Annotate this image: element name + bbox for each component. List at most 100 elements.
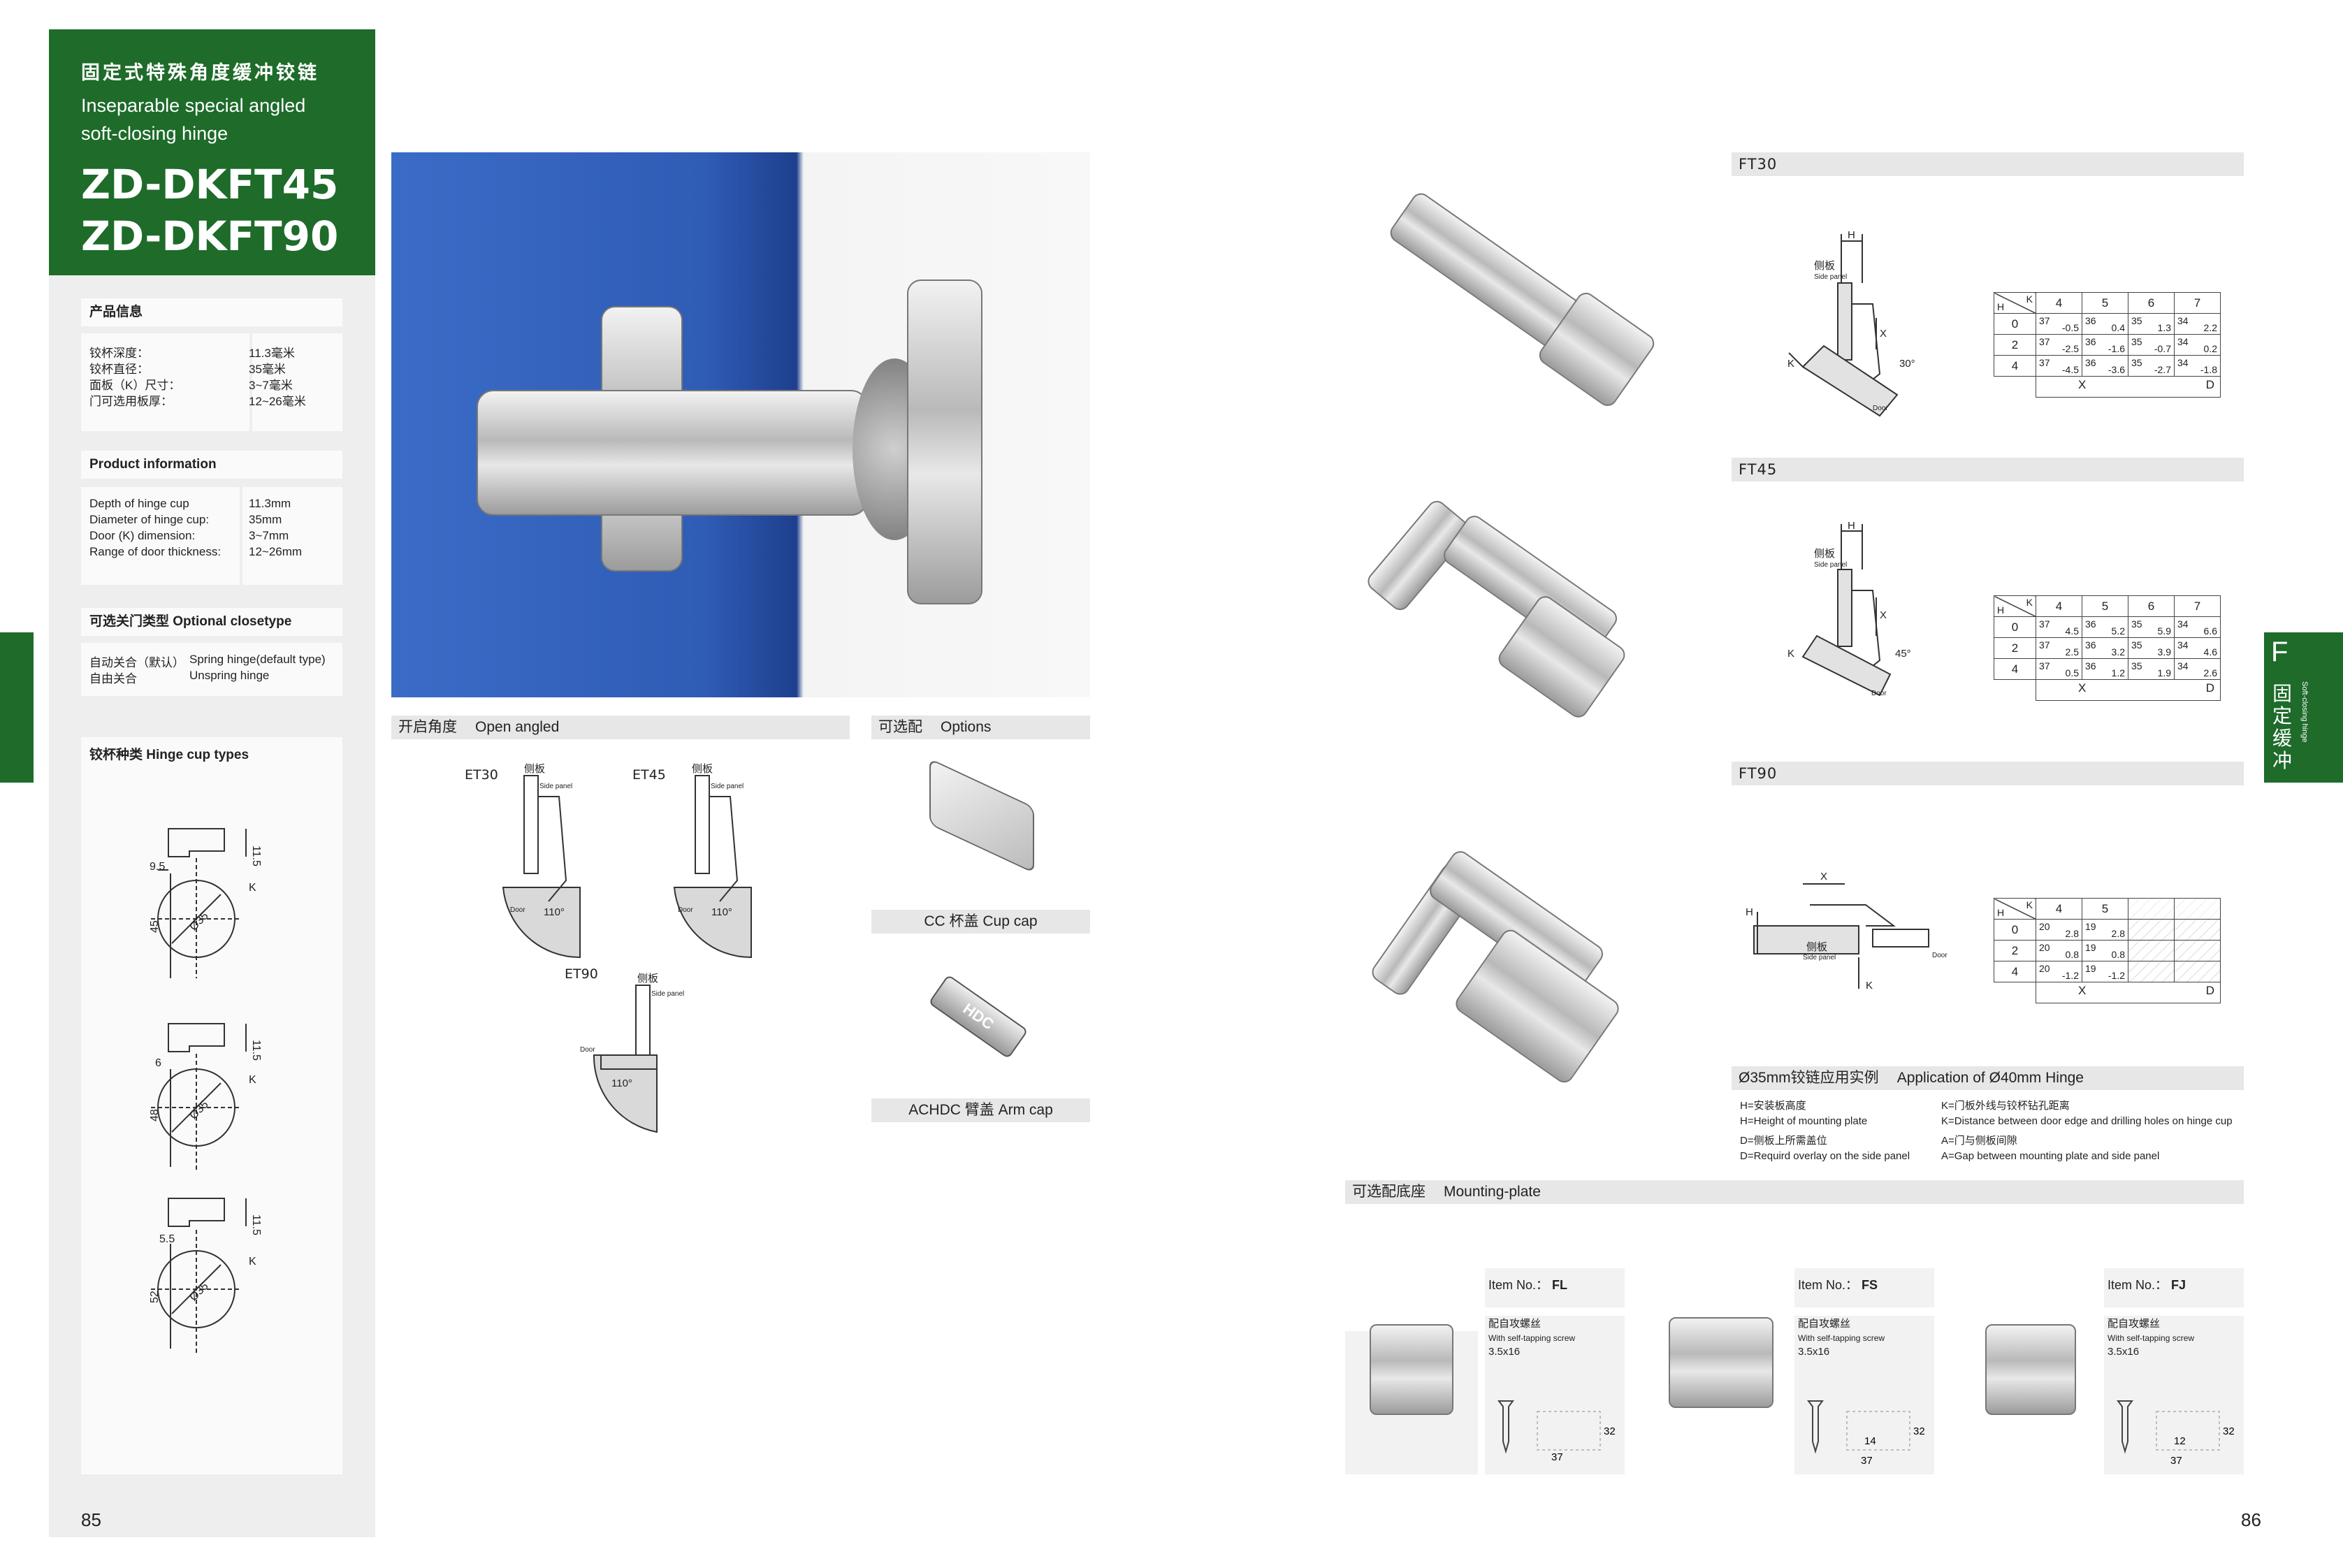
section-letter: F xyxy=(2271,637,2288,667)
info-cn-value: 35毫米 xyxy=(249,363,286,376)
cell-d: -0.5 xyxy=(2061,322,2079,333)
ft45-bar: FT45 xyxy=(1732,458,2244,481)
cell-x: 35 xyxy=(2131,357,2142,368)
cell-x: 37 xyxy=(2039,336,2050,347)
ft30-k: K xyxy=(1787,358,1794,370)
title-cn: 固定式特殊角度缓冲铰链 xyxy=(81,62,319,83)
table-col-header: 6 xyxy=(2128,292,2175,314)
table-col-header xyxy=(2174,898,2221,920)
cell-d: -0.7 xyxy=(2154,343,2171,354)
ft30-door: Door xyxy=(1873,405,1888,412)
dim: 37 xyxy=(1861,1455,1873,1467)
note-cn: K=门板外线与铰杯钻孔距离 xyxy=(1941,1100,2070,1112)
cell-d: -2.5 xyxy=(2061,343,2079,354)
et90-label: ET90 xyxy=(565,966,598,982)
table-col-header: 4 xyxy=(2036,595,2082,617)
table-axis-h: H xyxy=(1997,301,2005,312)
table-row-header: 2 xyxy=(1994,334,2036,356)
cell-x: 35 xyxy=(2131,660,2142,672)
info-cn-value: 12~26毫米 xyxy=(249,395,306,408)
section-cn: 固定缓冲 xyxy=(2272,683,2293,771)
plate-fl-image xyxy=(1370,1324,1453,1415)
table-row-header: 2 xyxy=(1994,940,2036,961)
note-cn: D=侧板上所需盖位 xyxy=(1740,1135,1827,1147)
dim: 32 xyxy=(2223,1425,2235,1437)
table-col-header: 5 xyxy=(2082,595,2128,617)
section-tab: F 固定缓冲 Soft-closing hinge xyxy=(2264,632,2343,783)
screw-cn: 配自攻螺丝 xyxy=(2108,1318,2161,1330)
cup-cap-label: CC 杯盖 Cup cap xyxy=(871,910,1090,934)
table-axis-h: H xyxy=(1997,604,2005,616)
table-col-header xyxy=(2128,898,2175,920)
item-code: FJ xyxy=(2171,1278,2186,1292)
cell-x: 19 xyxy=(2085,963,2096,974)
cup2-depth: 48 xyxy=(149,1109,161,1121)
info-cn-value: 3~7毫米 xyxy=(249,379,293,392)
note-en: K=Distance between door edge and drillin… xyxy=(1941,1115,2233,1127)
ft30-x: X xyxy=(1880,328,1887,340)
cup1-k: K xyxy=(249,882,256,894)
ft30-image xyxy=(1356,189,1691,440)
et30-label: ET30 xyxy=(465,767,498,783)
table-cell: 36-1.6 xyxy=(2082,334,2128,356)
ft45-angle: 45° xyxy=(1895,648,1911,660)
table-axis-x: X xyxy=(2078,378,2087,391)
table-row-header: 0 xyxy=(1994,313,2036,335)
table-footer-blank xyxy=(1994,680,2036,701)
screw-en: With self-tapping screw xyxy=(2108,1333,2195,1343)
closetype-label: 自由关合 xyxy=(89,672,137,685)
cell-d: 3.2 xyxy=(2111,646,2125,658)
ft90-bar: FT90 xyxy=(1732,762,2244,785)
options-en: Options xyxy=(941,719,992,735)
cup3-depth: 52 xyxy=(149,1291,161,1303)
cell-d: 2.5 xyxy=(2065,646,2079,658)
cup3-offset: 5.5 xyxy=(159,1233,175,1245)
info-en-value: 11.3mm xyxy=(249,497,291,510)
cell-x: 34 xyxy=(2177,336,2189,347)
cell-d: 1.3 xyxy=(2157,322,2171,333)
ft45-k: K xyxy=(1787,648,1794,660)
dim: 37 xyxy=(1551,1451,1563,1463)
closetype-value: Unspring hinge xyxy=(189,669,270,682)
cell-x: 37 xyxy=(2039,618,2050,630)
ft30-bar: FT30 xyxy=(1732,152,2244,176)
note-en: A=Gap between mounting plate and side pa… xyxy=(1941,1150,2160,1162)
closetype-box: 自动关合（默认） 自由关合 Spring hinge(default type)… xyxy=(81,643,342,696)
cell-d: 0.5 xyxy=(2065,667,2079,678)
et30-side-en: Side panel xyxy=(539,783,572,790)
arm-cap-label: ACHDC 臂盖 Arm cap xyxy=(871,1098,1090,1122)
mounting-en: Mounting-plate xyxy=(1444,1184,1541,1200)
mounting-item-fs: Item No.： FS 配自攻螺丝 With self-tapping scr… xyxy=(1655,1268,1934,1474)
table-cell xyxy=(2174,919,2221,941)
table-footer-blank xyxy=(1994,982,2036,1003)
screw-en: With self-tapping screw xyxy=(1488,1333,1576,1343)
open-angle-diagrams: ET30 ET45 ET90 110° 110° 110° 侧板 侧板 侧板 S… xyxy=(465,762,752,1133)
cup-types-box: 铰杯种类 Hinge cup types xyxy=(81,737,342,1474)
cell-x: 36 xyxy=(2085,357,2096,368)
cell-x: 36 xyxy=(2085,660,2096,672)
cell-d: 3.9 xyxy=(2157,646,2171,658)
closetype-label: 自动关合（默认） xyxy=(89,656,184,669)
et90-side-en: Side panel xyxy=(651,990,684,998)
arm-cap-logo: HDC xyxy=(928,974,1029,1059)
cell-x: 34 xyxy=(2177,618,2189,630)
et90-side-cn: 侧板 xyxy=(637,972,658,985)
et30-door: Door xyxy=(510,906,525,914)
title-block: 固定式特殊角度缓冲铰链 Inseparable special angled s… xyxy=(49,29,375,275)
screw-en: With self-tapping screw xyxy=(1798,1333,1885,1343)
table-axis-d: D xyxy=(2205,984,2214,997)
table-col-header: 7 xyxy=(2174,595,2221,617)
table-row-header: 0 xyxy=(1994,616,2036,638)
info-en-label: Depth of hinge cup xyxy=(89,497,189,510)
model-2: ZD-DKFT90 xyxy=(81,212,339,260)
cell-x: 19 xyxy=(2085,942,2096,953)
